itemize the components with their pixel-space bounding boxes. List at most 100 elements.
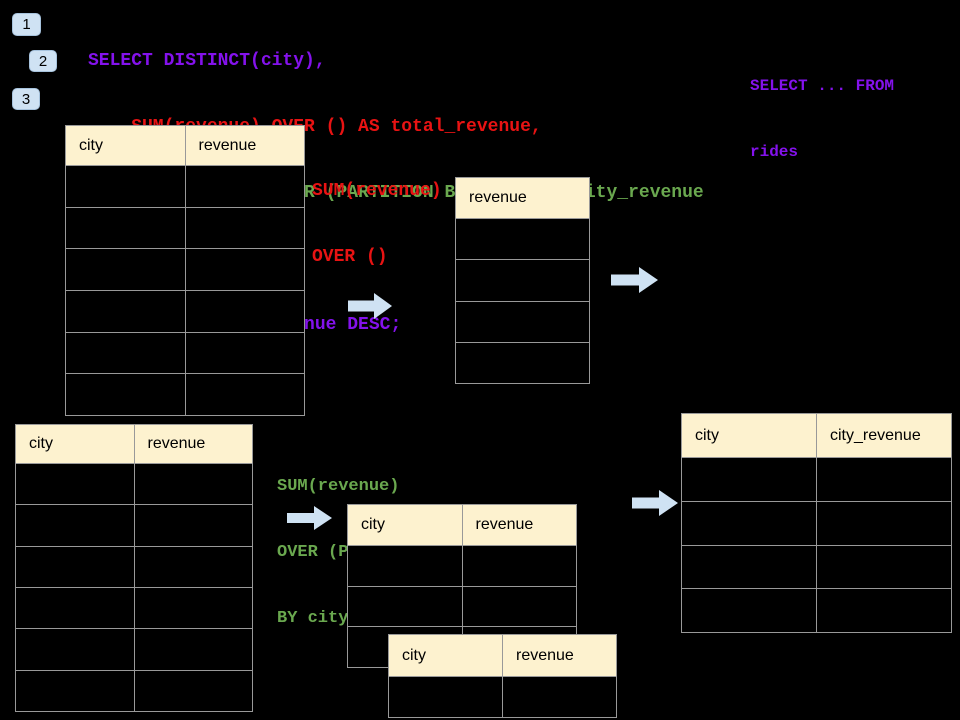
empty-cell xyxy=(133,586,252,629)
column-header: revenue xyxy=(502,634,616,676)
total-annotation-line-1: SUM(revenue) xyxy=(312,181,442,201)
empty-cell xyxy=(184,248,304,291)
table-row xyxy=(388,676,616,717)
column-header: city xyxy=(15,424,134,463)
empty-cell xyxy=(184,206,304,249)
empty-cell xyxy=(455,218,589,260)
empty-cell xyxy=(347,585,462,627)
step-badge-2: 2 xyxy=(29,50,57,72)
total-window-annotation: SUM(revenue) OVER () xyxy=(312,136,442,312)
empty-cell xyxy=(681,588,816,632)
empty-cell xyxy=(184,373,304,416)
column-header: revenue xyxy=(455,177,589,218)
column-header: city xyxy=(681,413,816,457)
empty-cell xyxy=(65,206,185,249)
arrow-right-icon xyxy=(348,293,392,319)
table-row xyxy=(681,588,951,632)
column-header: city xyxy=(347,504,462,545)
empty-cell xyxy=(15,628,134,670)
empty-cell xyxy=(681,544,816,589)
empty-cell xyxy=(502,676,616,717)
table-row xyxy=(347,585,576,627)
empty-cell xyxy=(15,504,134,546)
empty-cell xyxy=(65,290,185,332)
table-row xyxy=(65,165,304,207)
empty-cell xyxy=(65,165,185,207)
empty-cell xyxy=(388,676,502,717)
column-header: revenue xyxy=(184,125,304,165)
table-row xyxy=(15,586,252,629)
side-note-select-from-rides: SELECT ... FROM rides xyxy=(750,31,894,207)
side-note-line-2: rides xyxy=(750,143,799,161)
empty-cell xyxy=(455,259,589,301)
empty-cell xyxy=(65,373,185,416)
table-row xyxy=(65,373,304,416)
table-row xyxy=(15,504,252,546)
empty-cell xyxy=(461,545,576,586)
empty-cell xyxy=(15,545,134,587)
empty-cell xyxy=(816,544,951,589)
column-header: city_revenue xyxy=(816,413,951,457)
table-row xyxy=(455,300,589,342)
empty-cell xyxy=(455,341,589,383)
arrow-right-icon xyxy=(611,267,658,293)
table-row xyxy=(15,669,252,711)
table-row xyxy=(681,500,951,545)
side-note-line-1: SELECT ... FROM xyxy=(750,77,895,95)
empty-cell xyxy=(816,500,951,545)
partition-annotation-line-1: SUM(revenue) xyxy=(277,477,400,496)
table-row xyxy=(65,248,304,291)
table-row xyxy=(15,463,252,505)
table-row xyxy=(681,457,951,501)
empty-cell xyxy=(184,331,304,374)
empty-cell xyxy=(681,500,816,545)
empty-cell xyxy=(461,585,576,627)
total-revenue-table: revenue xyxy=(455,177,590,384)
table-row xyxy=(65,206,304,249)
column-header: revenue xyxy=(461,504,576,545)
step-badge-1: 1 xyxy=(12,13,41,36)
table-row xyxy=(455,341,589,383)
partition-annotation-line-3: BY city) xyxy=(277,609,359,628)
column-header: revenue xyxy=(133,424,252,463)
empty-cell xyxy=(65,248,185,291)
step-badge-3: 3 xyxy=(12,88,40,110)
table-row xyxy=(347,545,576,586)
arrow-right-icon xyxy=(287,506,332,530)
empty-cell xyxy=(133,504,252,546)
empty-cell xyxy=(15,586,134,629)
sql-line-select: SELECT DISTINCT(city), xyxy=(88,51,326,71)
table-header-row: revenue xyxy=(455,177,589,218)
table-row xyxy=(15,628,252,670)
empty-cell xyxy=(133,545,252,587)
table-row xyxy=(65,290,304,332)
empty-cell xyxy=(816,588,951,632)
empty-cell xyxy=(65,331,185,374)
table-row xyxy=(455,218,589,260)
total-annotation-line-2: OVER () xyxy=(312,247,388,267)
empty-cell xyxy=(15,669,134,711)
column-header: city xyxy=(388,634,502,676)
empty-cell xyxy=(133,669,252,711)
empty-cell xyxy=(184,290,304,332)
table-row xyxy=(681,544,951,589)
table-row xyxy=(65,331,304,374)
empty-cell xyxy=(133,628,252,670)
empty-cell xyxy=(15,463,134,505)
column-header: city xyxy=(65,125,185,165)
empty-cell xyxy=(133,463,252,505)
empty-cell xyxy=(184,165,304,207)
empty-cell xyxy=(347,545,462,586)
empty-cell xyxy=(816,457,951,501)
empty-cell xyxy=(455,300,589,342)
